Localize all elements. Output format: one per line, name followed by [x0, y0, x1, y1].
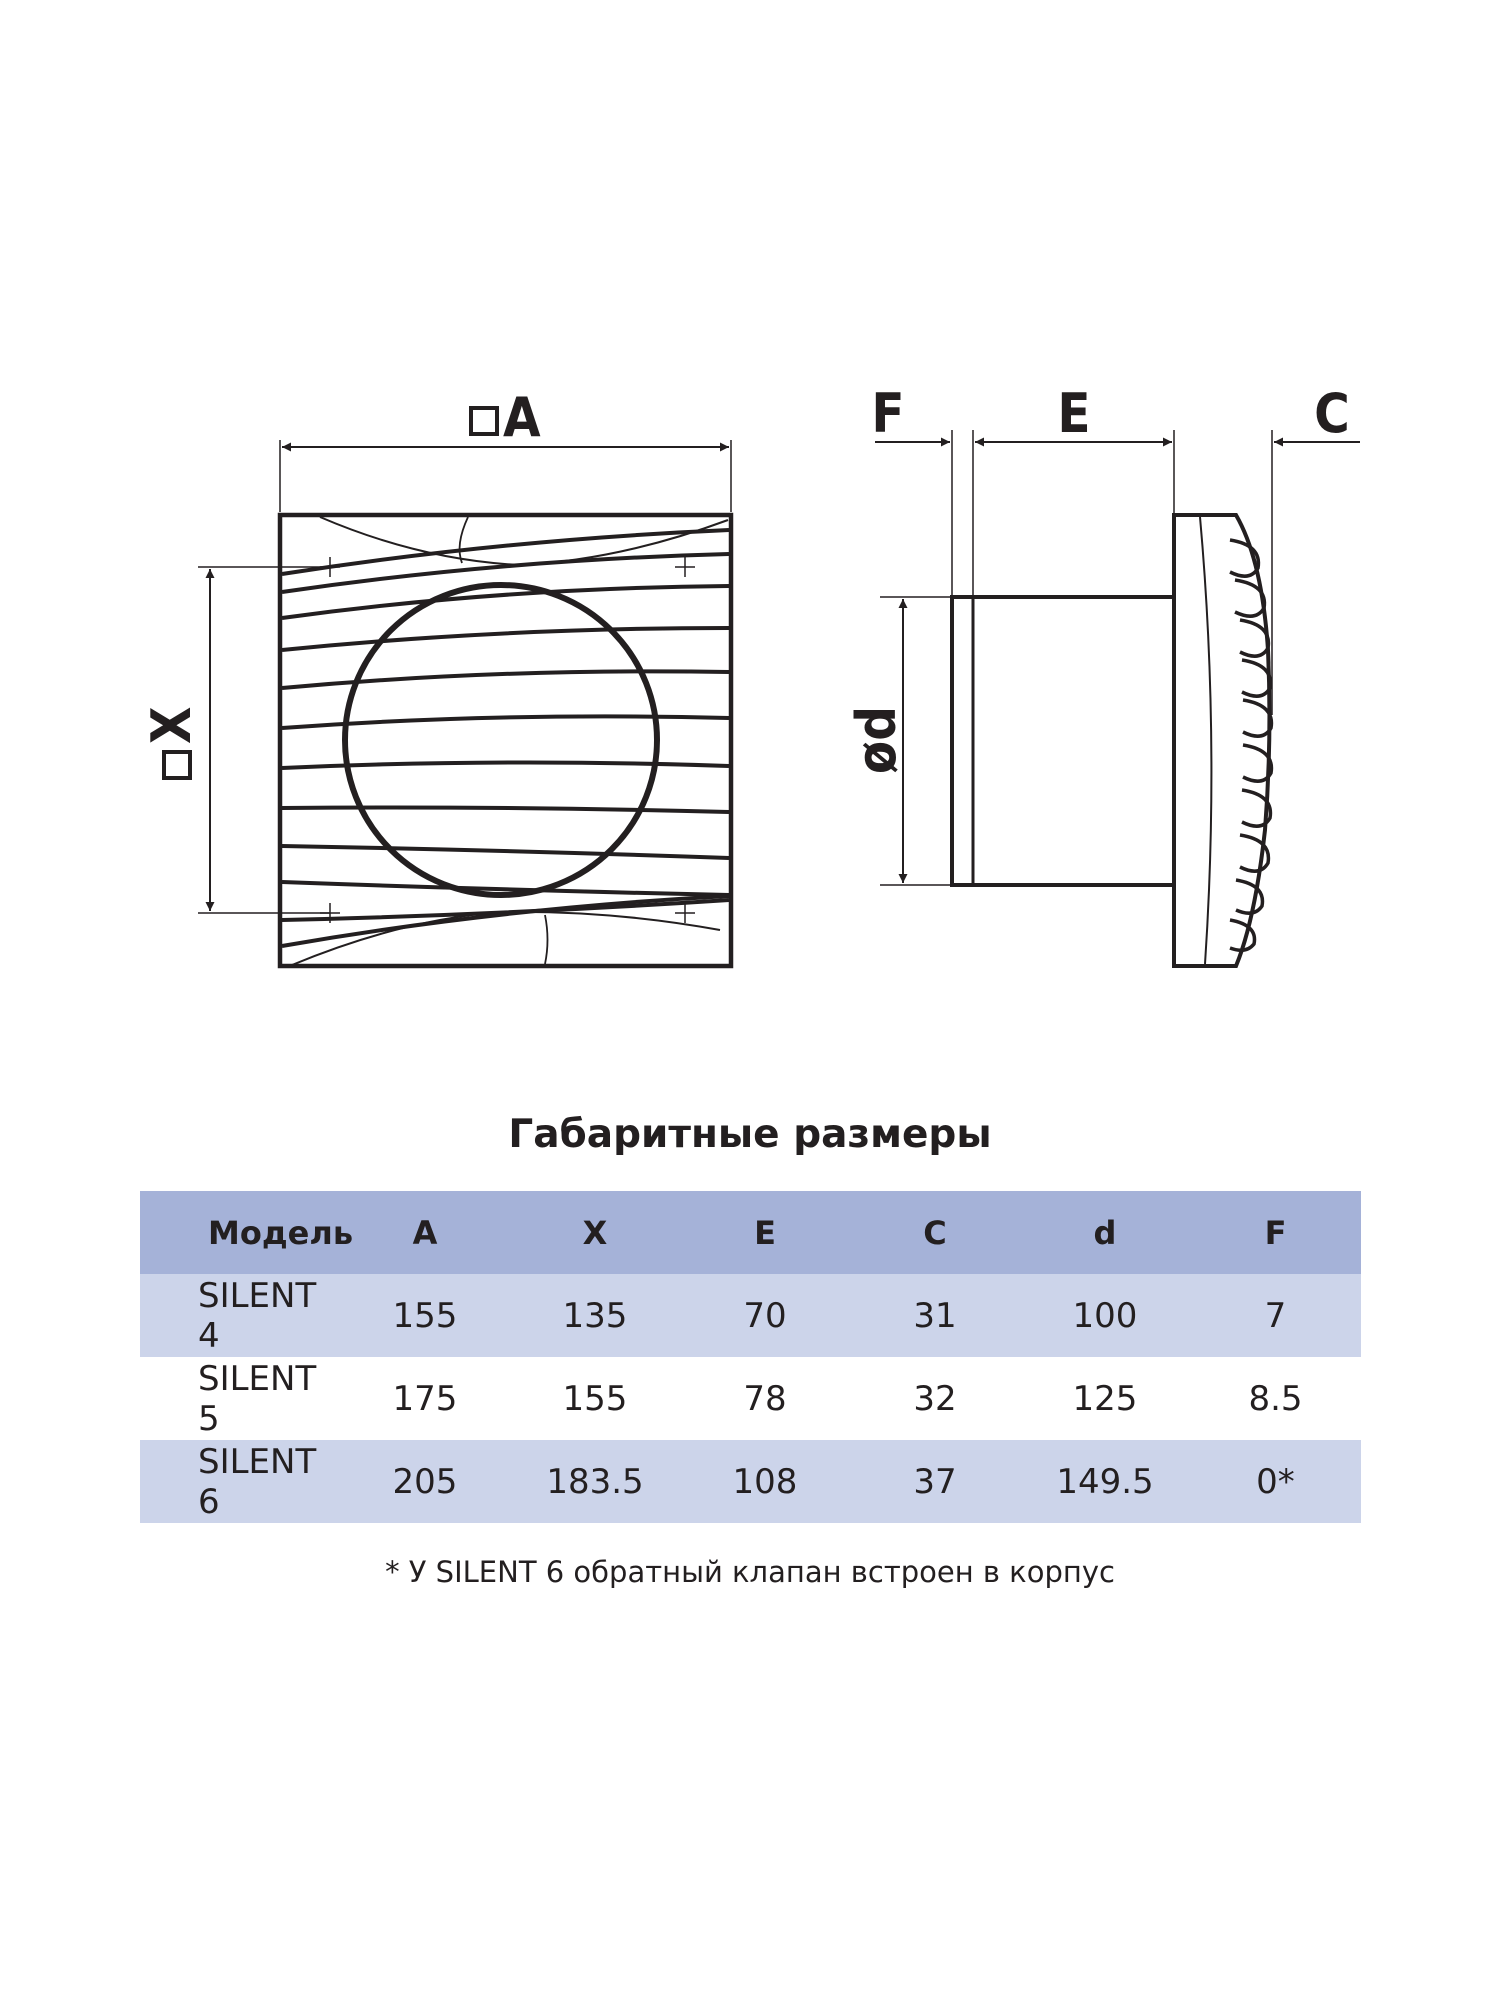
svg-text:A: A [503, 386, 541, 449]
table-cell: 155 [510, 1357, 680, 1440]
label-f: F [871, 382, 904, 445]
column-header: Модель [140, 1191, 353, 1274]
table-cell: 78 [680, 1357, 850, 1440]
table-cell: 155 [340, 1274, 510, 1357]
dimension-a [279, 440, 732, 512]
dimension-x [198, 566, 330, 914]
footnote: * У SILENT 6 обратный клапан встроен в к… [385, 1555, 1115, 1589]
label-x-group: X [140, 707, 203, 780]
table-cell: 0* [1190, 1440, 1361, 1523]
table-cell: 135 [510, 1274, 680, 1357]
louver-loops [1229, 538, 1274, 952]
table-cell: 175 [340, 1357, 510, 1440]
central-disc [342, 582, 660, 898]
table-cell: 125 [1020, 1357, 1190, 1440]
table-cell: 37 [850, 1440, 1020, 1523]
grille-outline [277, 512, 734, 969]
table-cell: SILENT 4 [140, 1274, 340, 1357]
table-cell: 149.5 [1020, 1440, 1190, 1523]
column-header: d [1020, 1191, 1190, 1274]
column-header: X [510, 1191, 680, 1274]
column-header: A [340, 1191, 510, 1274]
table-header-row: Модель A X E C d F [140, 1191, 1361, 1274]
column-header: F [1190, 1191, 1361, 1274]
grille-slats [281, 528, 730, 948]
table-cell: 100 [1020, 1274, 1190, 1357]
table-cell: 70 [680, 1274, 850, 1357]
front-view [198, 440, 734, 969]
table-cell: SILENT 6 [140, 1440, 340, 1523]
panel-profile [1172, 513, 1272, 968]
table-row: SILENT 4 155 135 70 31 100 7 [140, 1274, 1361, 1357]
side-view [875, 430, 1360, 968]
table-cell: 7 [1190, 1274, 1361, 1357]
table-cell: 8.5 [1190, 1357, 1361, 1440]
label-c: C [1314, 382, 1350, 445]
table-cell: 183.5 [510, 1440, 680, 1523]
label-diameter: ød [845, 706, 908, 774]
table-cell: 32 [850, 1357, 1020, 1440]
table-cell: 108 [680, 1440, 850, 1523]
table-row: SILENT 5 175 155 78 32 125 8.5 [140, 1357, 1361, 1440]
label-a-group: □A A [469, 386, 541, 449]
mounting-holes [320, 557, 695, 923]
label-e: E [1057, 382, 1090, 445]
dimensions-table: Модель A X E C d F SILENT 4 155 135 70 3… [140, 1191, 1361, 1523]
duct-spigot [950, 595, 1176, 887]
table-title: Габаритные размеры [508, 1112, 992, 1157]
column-header: E [680, 1191, 850, 1274]
column-header: C [850, 1191, 1020, 1274]
table-cell: SILENT 5 [140, 1357, 340, 1440]
table-cell: 205 [340, 1440, 510, 1523]
table-cell: 31 [850, 1274, 1020, 1357]
svg-text:X: X [140, 707, 203, 744]
technical-drawing: □A A X □X [140, 382, 1360, 969]
table-row: SILENT 6 205 183.5 108 37 149.5 0* [140, 1440, 1361, 1523]
